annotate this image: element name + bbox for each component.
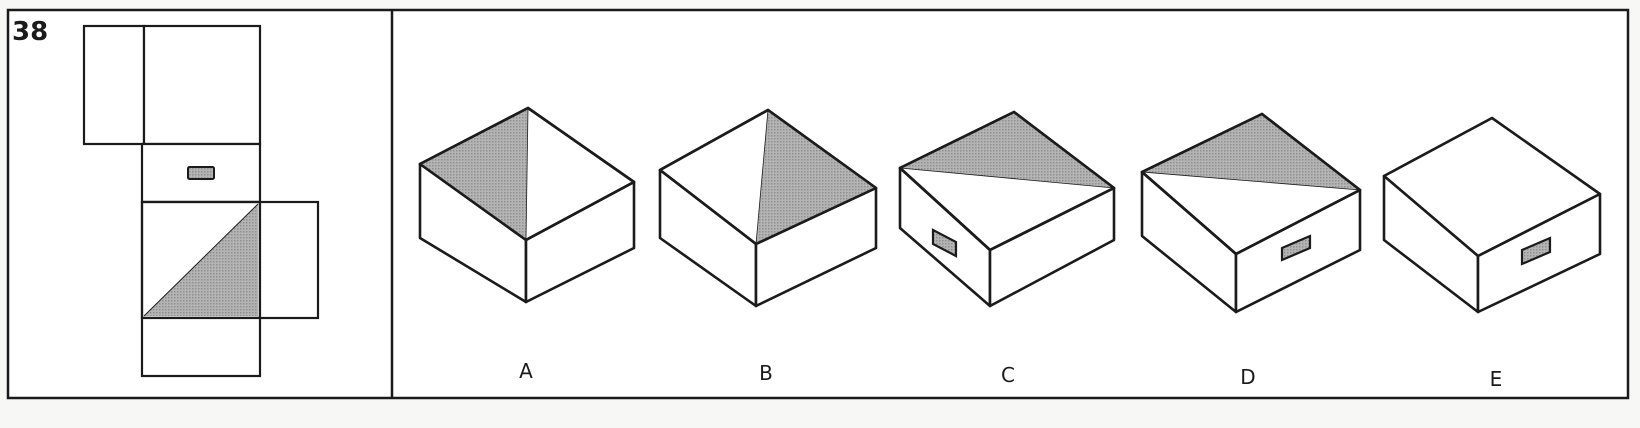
net-side-flap-right xyxy=(258,200,320,320)
option-box-d[interactable] xyxy=(1140,112,1362,314)
option-label-c: C xyxy=(1001,363,1015,387)
net-face-top xyxy=(142,24,262,146)
window-mark-icon xyxy=(187,166,215,180)
option-label-a: A xyxy=(519,359,533,383)
net-side-flap-top xyxy=(82,24,146,146)
option-label-b: B xyxy=(759,361,773,385)
option-box-a[interactable] xyxy=(418,106,636,304)
option-label-e: E xyxy=(1490,367,1503,391)
option-box-c[interactable] xyxy=(898,110,1116,308)
net-face-bottom xyxy=(140,316,262,378)
box-net xyxy=(82,24,320,378)
window-mark-icon xyxy=(931,228,958,258)
window-mark-icon xyxy=(1520,236,1552,266)
window-mark-icon xyxy=(1280,234,1312,262)
option-box-e[interactable] xyxy=(1382,116,1602,314)
option-box-b[interactable] xyxy=(658,108,878,308)
option-label-d: D xyxy=(1240,365,1255,389)
question-number: 38 xyxy=(12,17,48,47)
